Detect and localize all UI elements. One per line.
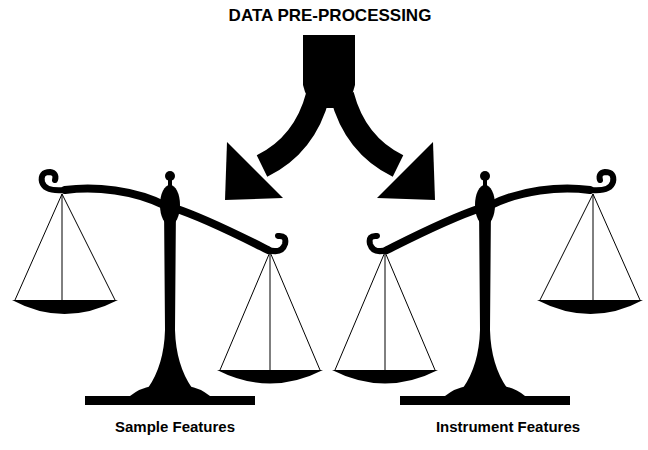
split-arrow xyxy=(225,35,435,200)
scale-label: Instrument Features xyxy=(436,418,580,435)
scale-label: Sample Features xyxy=(115,418,235,435)
diagram-title: DATA PRE-PROCESSING xyxy=(229,6,432,26)
